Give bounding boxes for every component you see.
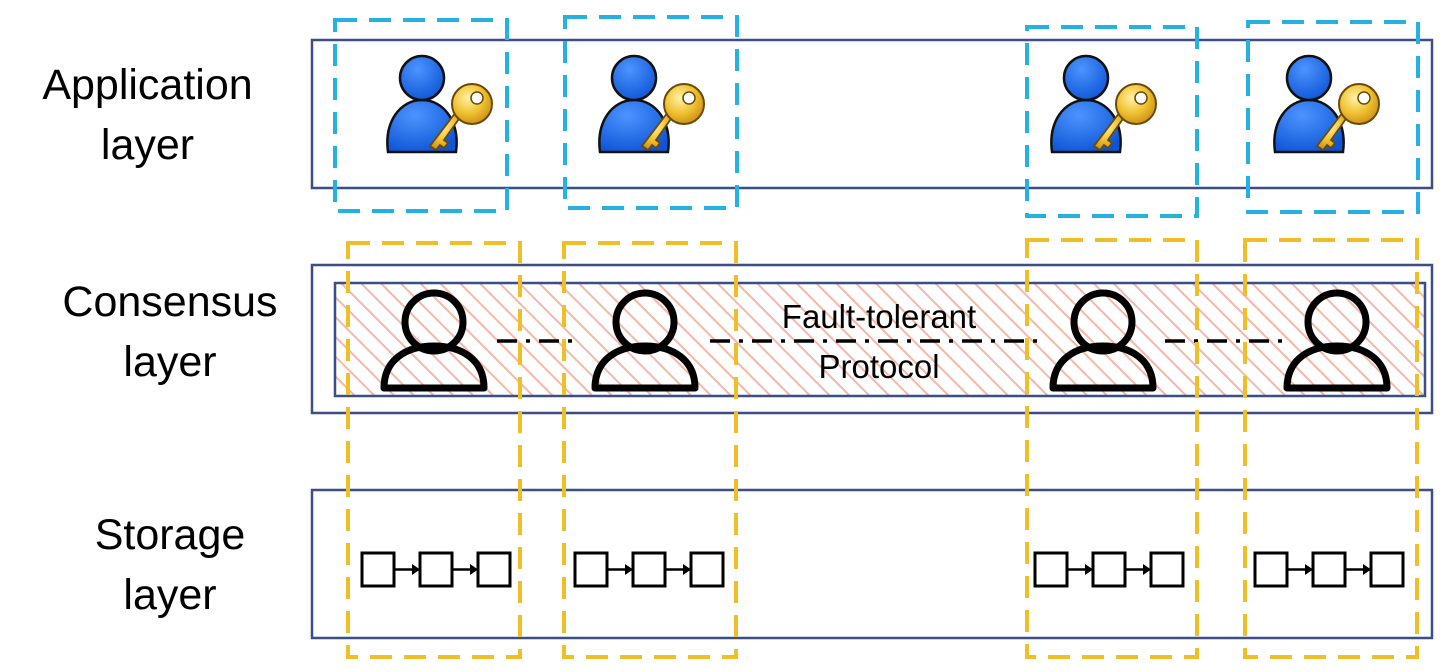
block: [631, 551, 667, 588]
block: [1311, 551, 1347, 588]
block: [689, 551, 725, 588]
application-layer-label: Application layer: [42, 61, 253, 169]
app-group-4: [1246, 20, 1420, 214]
block: [1369, 551, 1405, 588]
consensus-layer-box: [310, 263, 1434, 415]
application-layer-box: [310, 38, 1434, 190]
user-outline-icon: [1283, 289, 1391, 392]
app-group-2: [563, 15, 739, 210]
user-with-key-icon: [598, 54, 705, 154]
chain-arrow-head: [625, 564, 633, 575]
user-outline-icon: [1049, 289, 1157, 392]
block: [1091, 551, 1127, 588]
chain-arrow-head: [412, 564, 420, 575]
blockchain-chain-icon: [1253, 551, 1405, 588]
app-group-1: [333, 18, 509, 213]
node-group-3: [1025, 238, 1199, 659]
blockchain-chain-icon: [1033, 551, 1185, 588]
block: [1253, 551, 1289, 588]
storage-layer-box: [310, 488, 1434, 640]
application-nodes: [386, 54, 1380, 154]
consensus-nodes: [380, 289, 1391, 392]
blockchain-chain-icon: [360, 551, 512, 588]
user-outline-icon: [380, 289, 488, 392]
chain-arrow-head: [683, 564, 691, 575]
node-group-4: [1243, 238, 1419, 659]
consensus-layer-label: Consensus layer: [62, 278, 278, 386]
application-groups: [333, 15, 1420, 218]
user-with-key-icon: [1273, 54, 1380, 154]
node-group-1: [346, 241, 522, 659]
block: [1149, 551, 1185, 588]
chain-arrow-head: [1143, 564, 1151, 575]
block: [476, 551, 512, 588]
node-groups: [346, 238, 1419, 659]
storage-layer-label: Storage layer: [94, 511, 246, 619]
chain-arrow-head: [1305, 564, 1313, 575]
chain-arrow-head: [1363, 564, 1371, 575]
block: [418, 551, 454, 588]
protocol-label-line2: Protocol: [818, 348, 939, 385]
block: [360, 551, 396, 588]
blockchain-chain-icon: [573, 551, 725, 588]
app-group-3: [1025, 25, 1199, 218]
protocol-label-line1: Fault-tolerant: [782, 298, 976, 335]
block: [573, 551, 609, 588]
chain-arrow-head: [470, 564, 478, 575]
user-outline-icon: [591, 289, 699, 392]
storage-nodes: [360, 551, 1405, 588]
user-with-key-icon: [1050, 54, 1157, 154]
block: [1033, 551, 1069, 588]
user-with-key-icon: [386, 54, 493, 154]
node-group-2: [562, 241, 738, 659]
chain-arrow-head: [1085, 564, 1093, 575]
